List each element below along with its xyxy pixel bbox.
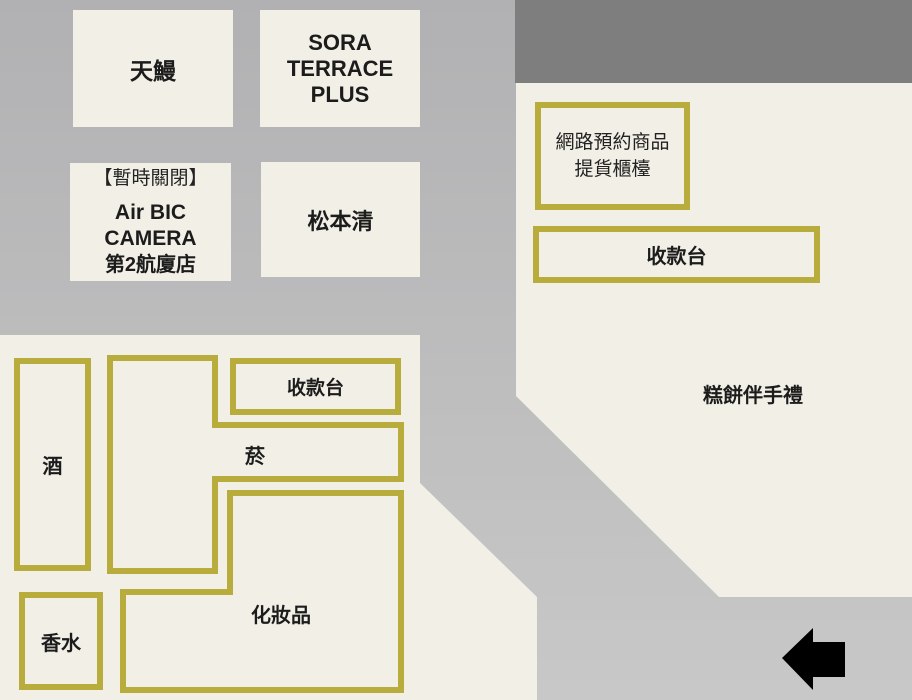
counter-cosmetics: [120, 490, 404, 693]
counter-online-pickup-line1: 網路預約商品: [555, 132, 670, 153]
shop-tenman: 天鰻: [73, 10, 233, 127]
counter-online-pickup-line2: 提貨櫃檯: [574, 159, 651, 180]
counter-cashier-right-label: 收款台: [646, 246, 707, 268]
counter-liquor: 酒: [14, 358, 91, 571]
shop-matsumotokiyoshi: 松本清: [261, 162, 420, 277]
counter-online-pickup: 網路預約商品 提貨櫃檯: [535, 102, 690, 210]
counter-perfume-label: 香水: [41, 632, 81, 655]
shop-matsumoto-label: 松本清: [307, 208, 374, 234]
area-sweets-souvenir-label: 糕餅伴手禮: [703, 385, 803, 407]
counter-tobacco-label: 菸: [245, 446, 265, 468]
shop-bic-name: Air BIC CAMERA: [104, 201, 197, 250]
counter-cashier-left-label: 收款台: [286, 378, 344, 399]
shop-tenman-label: 天鰻: [130, 57, 176, 84]
shop-sora-line2: TERRACE: [286, 55, 394, 81]
counter-cosmetics-label: 化妝品: [251, 605, 311, 627]
counter-perfume: 香水: [19, 592, 103, 690]
counter-liquor-label: 酒: [42, 456, 63, 478]
counter-cashier-right: 收款台: [533, 226, 820, 283]
counter-tobacco: [107, 355, 404, 574]
shop-air-bic-camera: 【暫時關閉】 Air BIC CAMERA 第2航廈店: [70, 163, 231, 281]
counter-cashier-left: 收款台: [230, 358, 401, 415]
shop-sora-line1: SORA: [308, 29, 372, 55]
shop-bic-branch: 第2航廈店: [104, 254, 197, 276]
dark-zone-top: [515, 0, 912, 83]
shop-sora-line3: PLUS: [310, 81, 370, 107]
shop-bic-status: 【暫時關閉】: [93, 168, 208, 189]
arrow-left-icon: [782, 628, 845, 690]
shop-sora-terrace-plus: SORA TERRACE PLUS: [260, 10, 420, 127]
